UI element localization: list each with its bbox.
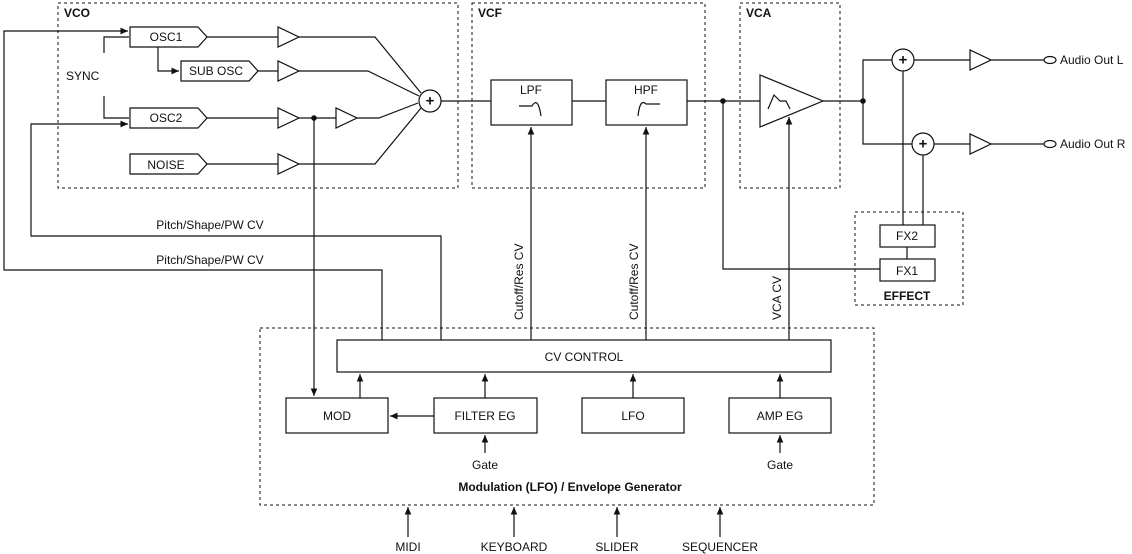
osc1-block: OSC1 xyxy=(129,26,208,48)
osc1-amp-icon xyxy=(277,26,301,48)
vcf-title: VCF xyxy=(478,6,502,20)
fx-send-line xyxy=(722,101,880,270)
osc1-to-mixer xyxy=(299,36,422,94)
lpf-cv-label: Cutoff/Res CV xyxy=(512,244,526,320)
input-slider-label: SLIDER xyxy=(595,540,639,554)
amp-eg-label: AMP EG xyxy=(757,409,803,423)
vca-cv-label: VCA CV xyxy=(770,276,784,320)
noise-amp-icon xyxy=(277,153,301,175)
right-mixer-symbol: + xyxy=(919,136,928,153)
lfo-block: LFO xyxy=(581,397,685,434)
input-sequencer-label: SEQUENCER xyxy=(682,540,758,554)
effect-title: EFFECT xyxy=(884,289,931,303)
osc2-label: OSC2 xyxy=(150,111,183,125)
noise-label: NOISE xyxy=(147,158,184,172)
hpf-label: HPF xyxy=(634,83,658,97)
sub-osc-to-mixer xyxy=(299,70,420,97)
amp-eg-block: AMP EG xyxy=(728,397,832,434)
audio-out-r-jack-icon xyxy=(1043,139,1057,149)
fx2-block: FX2 xyxy=(879,224,936,248)
gate-amp-label: Gate xyxy=(767,458,793,472)
filter-eg-block: FILTER EG xyxy=(433,397,538,434)
noise-to-mixer xyxy=(299,107,422,165)
vco-title: VCO xyxy=(64,6,90,20)
sync-label: SYNC xyxy=(66,69,100,83)
mod-block: MOD xyxy=(285,397,389,434)
fx2-label: FX2 xyxy=(896,229,918,243)
hpf-cv-label: Cutoff/Res CV xyxy=(627,244,641,320)
vcf-frame xyxy=(471,2,706,189)
lpf-curve-icon xyxy=(519,102,542,117)
cv-control-label: CV CONTROL xyxy=(545,350,624,364)
vco-mixer-symbol: + xyxy=(426,93,435,110)
lpf-label: LPF xyxy=(520,83,542,97)
cv-control-block: CV CONTROL xyxy=(336,339,832,373)
vca-title: VCA xyxy=(746,6,772,20)
split-to-left-mixer xyxy=(862,59,892,101)
osc2-amp-icon xyxy=(277,107,301,129)
audio-out-l-label: Audio Out L xyxy=(1060,53,1124,67)
lpf-block: LPF xyxy=(490,79,573,126)
right-out-amp-icon xyxy=(969,133,993,155)
input-keyboard-label: KEYBOARD xyxy=(481,540,548,554)
filter-eg-label: FILTER EG xyxy=(454,409,515,423)
sub-osc-amp-icon xyxy=(277,60,301,82)
noise-block: NOISE xyxy=(129,153,208,175)
osc2-to-mixer xyxy=(357,102,419,119)
left-mixer-symbol: + xyxy=(899,52,908,69)
input-midi-label: MIDI xyxy=(395,540,420,554)
osc2-block: OSC2 xyxy=(129,107,208,129)
lfo-label: LFO xyxy=(621,409,644,423)
osc2-second-amp-icon xyxy=(335,107,359,129)
left-out-amp-icon xyxy=(969,49,993,71)
vca-frame xyxy=(739,2,841,189)
sub-osc-label: SUB OSC xyxy=(189,64,243,78)
modulation-frame xyxy=(259,327,875,506)
modulation-title: Modulation (LFO) / Envelope Generator xyxy=(458,480,682,494)
pitch-cv-osc1-line xyxy=(3,27,383,340)
fx1-label: FX1 xyxy=(896,264,918,278)
vca-envelope-icon xyxy=(767,93,791,110)
mod-label: MOD xyxy=(323,409,351,423)
split-to-right-mixer xyxy=(862,101,912,145)
hpf-block: HPF xyxy=(605,79,688,126)
audio-out-r-label: Audio Out R xyxy=(1060,137,1126,151)
osc1-to-sub-osc xyxy=(157,47,179,75)
vco-frame xyxy=(57,2,459,189)
effect-frame xyxy=(854,211,964,306)
sync-line-osc2 xyxy=(103,96,129,119)
pitch-cv-label-2: Pitch/Shape/PW CV xyxy=(156,253,263,267)
hpf-curve-icon xyxy=(637,101,660,117)
audio-out-l-jack-icon xyxy=(1043,55,1057,65)
sub-osc-block: SUB OSC xyxy=(180,60,259,82)
gate-filter-label: Gate xyxy=(472,458,498,472)
pitch-cv-osc2-line xyxy=(30,120,442,340)
sync-line xyxy=(103,36,129,53)
fx1-block: FX1 xyxy=(879,258,936,282)
vca-amp-icon xyxy=(759,74,825,128)
pitch-cv-label-1: Pitch/Shape/PW CV xyxy=(156,218,263,232)
osc1-label: OSC1 xyxy=(150,30,183,44)
